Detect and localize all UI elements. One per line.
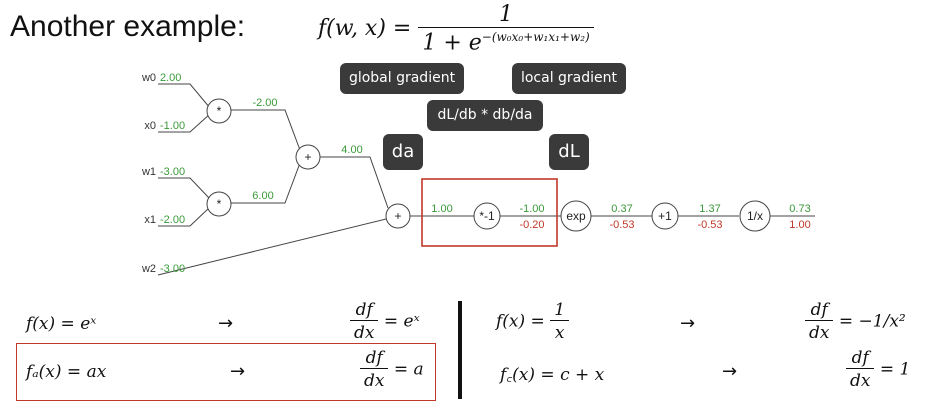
formula-fraction: 1 1 + e−(w₀x₀+w₁x₁+w₂): [418, 2, 594, 56]
input-name-x0: x0: [144, 120, 156, 132]
df-label: df: [810, 300, 828, 320]
edge-mul0-forward: -2.00: [252, 97, 277, 109]
derivative-result: = 1: [879, 359, 911, 380]
edge-exp-gradient: -0.53: [609, 219, 634, 231]
node-exp-label: exp: [566, 209, 586, 223]
node-mul-1-label: *: [217, 197, 222, 211]
local-gradient-callout: local gradient: [512, 63, 626, 94]
node-neg: [473, 202, 501, 230]
node-add-1-label: +: [394, 209, 401, 223]
edge-recip-gradient: 1.00: [789, 219, 810, 231]
node-plus1: [651, 202, 679, 230]
highlight-box-linear-rule: [16, 343, 436, 401]
df-label: df: [365, 348, 383, 368]
node-mul-0: [206, 98, 232, 124]
edge-plus1-gradient: -0.53: [697, 219, 722, 231]
formula-numerator: 1: [499, 2, 514, 27]
edge-recip-forward: 0.73: [789, 203, 810, 215]
formula-denominator-base: 1 + e: [422, 30, 482, 56]
node-add-1: [385, 203, 411, 229]
derivative-right-1-function: f꜀(x) = c + x: [500, 365, 605, 385]
dx-label: dx: [350, 320, 379, 343]
derivative-result: = a: [393, 359, 424, 380]
derivative-left-1-arrow: →: [230, 361, 246, 382]
node-mul-0-label: *: [217, 104, 222, 118]
input-name-x1: x1: [144, 214, 156, 226]
node-recip: [739, 200, 771, 232]
input-value-x1: -2.00: [160, 214, 185, 226]
highlight-box-neg-gate: [421, 178, 558, 247]
formula-lhs: f(w, x) =: [318, 16, 412, 42]
fraction-denominator: x: [550, 320, 570, 343]
derivative-right-0-arrow: →: [680, 313, 696, 334]
dx-label: dx: [846, 368, 875, 391]
node-add-0: [295, 144, 321, 170]
edge-exp-forward: 0.37: [611, 203, 632, 215]
derivative-result: = −1/x²: [838, 311, 906, 332]
edge-add0-forward: 4.00: [341, 144, 362, 156]
edge-plus1-forward: 1.37: [699, 203, 720, 215]
node-neg-label: *-1: [479, 209, 495, 223]
node-mul-1: [206, 191, 232, 217]
input-name-w2: w2: [141, 263, 156, 275]
input-name-w0: w0: [141, 72, 156, 84]
dx-label: dx: [805, 320, 834, 343]
formula-denominator: 1 + e−(w₀x₀+w₁x₁+w₂): [418, 27, 594, 56]
df-label: df: [851, 348, 869, 368]
slide-title: Another example:: [10, 10, 246, 43]
input-value-w1: -3.00: [160, 166, 185, 178]
node-exp: [560, 200, 592, 232]
node-plus1-label: +1: [658, 209, 672, 223]
fraction-numerator: 1: [554, 300, 566, 320]
da-callout: da: [383, 134, 423, 170]
input-value-w2: -3.00: [160, 263, 185, 275]
input-value-w0: 2.00: [160, 72, 181, 84]
chain-rule-callout: dL/db * db/da: [427, 100, 543, 131]
edge-neg-forward: -1.00: [519, 203, 544, 215]
derivative-function-text: f(x) =: [496, 311, 545, 332]
derivative-right-1-arrow: →: [722, 361, 738, 382]
input-value-x0: -1.00: [160, 120, 185, 132]
edge-mul1-forward: 6.00: [252, 190, 273, 202]
df-label: df: [355, 300, 373, 320]
derivative-left-0-arrow: →: [218, 313, 234, 334]
dl-callout: dL: [549, 134, 589, 170]
edge-neg-gradient: -0.20: [519, 219, 544, 231]
edge-add1-forward: 1.00: [431, 203, 452, 215]
derivative-left-1-function: fₐ(x) = ax: [26, 362, 107, 382]
input-name-w1: w1: [141, 166, 156, 178]
node-add-0-label: +: [304, 150, 311, 164]
dx-label: dx: [360, 368, 389, 391]
derivative-result: = eˣ: [383, 311, 420, 332]
formula-exponent: −(w₀x₀+w₁x₁+w₂): [481, 30, 590, 44]
global-gradient-callout: global gradient: [340, 63, 464, 94]
sigmoid-formula: f(w, x) = 1 1 + e−(w₀x₀+w₁x₁+w₂): [318, 2, 594, 55]
column-divider: [458, 301, 462, 399]
node-recip-label: 1/x: [747, 209, 763, 223]
derivative-left-0-function: f(x) = eˣ: [26, 314, 97, 334]
